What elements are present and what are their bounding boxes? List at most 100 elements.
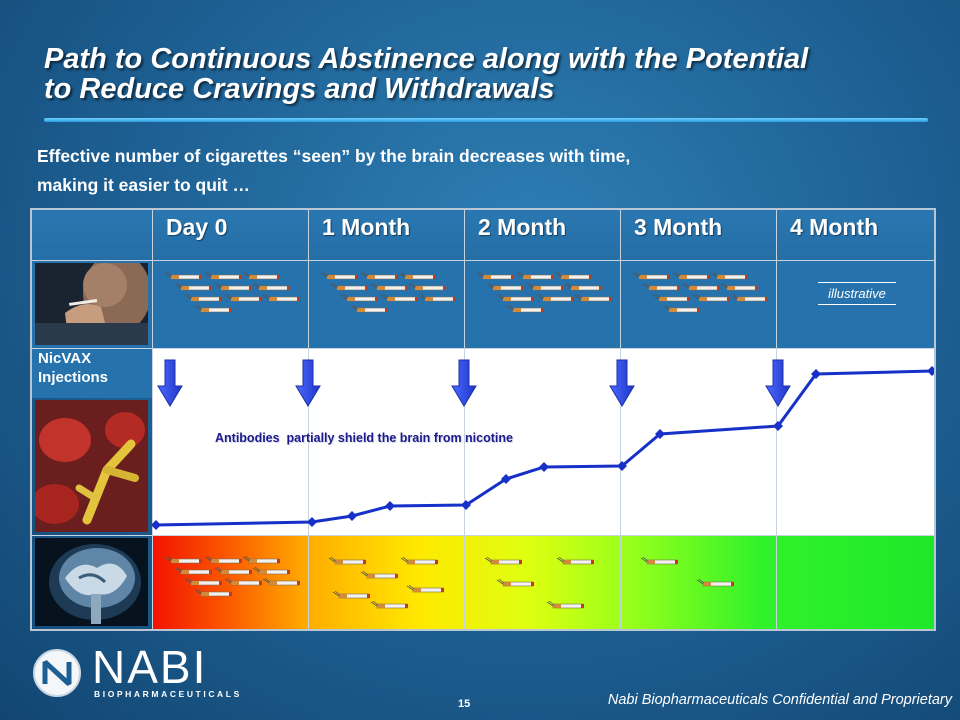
brain-cigarette-icon	[400, 553, 438, 571]
title-divider	[44, 118, 928, 122]
injection-arrow-icon	[765, 359, 791, 407]
cigarette-icon	[184, 290, 222, 308]
cigarette-icon	[536, 290, 574, 308]
cigarette-icon	[418, 290, 456, 308]
title-line-1: Path to Continuous Abstinence along with…	[44, 43, 809, 75]
cigarette-icon	[662, 301, 700, 319]
header-3-month: 3 Month	[634, 214, 723, 240]
brain-cigarette-icon	[556, 553, 594, 571]
brain-cigarette-icon	[370, 597, 408, 615]
cigarette-icon	[486, 279, 524, 297]
cigarette-icon	[224, 290, 262, 308]
slide-title: Path to Continuous Abstinence along with…	[44, 44, 934, 104]
cigarette-icon	[370, 279, 408, 297]
illustrative-note: illustrative	[818, 282, 896, 305]
brain-cigarette-icon	[328, 553, 366, 571]
cigarette-icon	[672, 268, 710, 286]
injection-arrow-icon	[451, 359, 477, 407]
curve-point	[461, 500, 471, 510]
brain-cigarette-icon	[204, 552, 242, 570]
cigarette-icon	[408, 279, 446, 297]
cigarette-icon	[554, 268, 592, 286]
injection-arrow-icon	[609, 359, 635, 407]
cigarette-icon	[330, 279, 368, 297]
brain-cigarette-icon	[184, 574, 222, 592]
curve-point	[773, 421, 783, 431]
cigarette-icon	[526, 279, 564, 297]
subtitle-line-1: Effective number of cigarettes “seen” by…	[37, 146, 631, 166]
cigarette-icon	[174, 279, 212, 297]
curve-point	[655, 429, 665, 439]
header-2-month: 2 Month	[478, 214, 567, 240]
nabi-logo-text: NABI	[92, 641, 208, 693]
curve-point	[539, 462, 549, 472]
cigarette-icon	[194, 301, 232, 319]
footer-confidential: Nabi Biopharmaceuticals Confidential and…	[607, 692, 952, 708]
cigarette-icon	[476, 268, 514, 286]
cigarette-icon	[574, 290, 612, 308]
cigarette-icon	[340, 290, 378, 308]
brain-mri-image	[35, 538, 148, 626]
curve-point	[927, 366, 934, 376]
brain-cigarette-icon	[262, 574, 300, 592]
cigarette-icon	[642, 279, 680, 297]
curve-point	[347, 511, 357, 521]
timeline-table: NicVAX Injections Day 0 1 Month 2 Month …	[30, 208, 936, 631]
nabi-logo-icon	[33, 649, 81, 697]
cigarette-icon	[242, 268, 280, 286]
cigarette-icon	[262, 290, 300, 308]
subtitle: Effective number of cigarettes “seen” by…	[37, 142, 937, 200]
curve-point	[617, 461, 627, 471]
header-1-month: 1 Month	[322, 214, 411, 240]
header-day-0: Day 0	[166, 214, 228, 240]
subtitle-line-2: making it easier to quit …	[37, 175, 250, 195]
cigarette-icon	[506, 301, 544, 319]
brain-cigarette-icon	[332, 587, 370, 605]
cigarette-icon	[720, 279, 758, 297]
antibody-row	[152, 348, 934, 535]
cigarette-row	[32, 260, 934, 348]
curve-point	[501, 474, 511, 484]
cigarette-icon	[682, 279, 720, 297]
cigarette-icon	[204, 268, 242, 286]
title-line-2: to Reduce Cravings and Withdrawals	[44, 73, 555, 105]
curve-point	[151, 520, 161, 530]
page-number: 15	[458, 698, 471, 710]
nicvax-injections-label: NicVAX Injections	[38, 350, 109, 386]
curve-point	[811, 369, 821, 379]
brain-cigarette-icon	[242, 552, 280, 570]
brain-cigarette-icon	[194, 585, 232, 603]
nabi-logo-tagline: BIOPHARMACEUTICALS	[94, 689, 242, 699]
cigarette-icon	[252, 279, 290, 297]
brain-cigarette-icon	[360, 567, 398, 585]
cigarette-icon	[214, 279, 252, 297]
cigarette-icon	[380, 290, 418, 308]
cigarette-icon	[652, 290, 690, 308]
brain-cigarette-icon	[224, 574, 262, 592]
brain-cigarette-icon	[406, 581, 444, 599]
cigarette-icon	[350, 301, 388, 319]
brain-cigarette-icon	[696, 575, 734, 593]
brain-cigarette-icon	[214, 563, 252, 581]
antibody-illustration	[35, 400, 148, 532]
cigarette-icon	[360, 268, 398, 286]
cigarette-icon	[710, 268, 748, 286]
cigarette-icon	[730, 290, 768, 308]
antibody-caption: Antibodies partially shield the brain fr…	[215, 431, 513, 445]
brain-cigarette-icon	[484, 553, 522, 571]
cigarette-icon	[398, 268, 436, 286]
injection-arrows	[157, 359, 791, 407]
curve-point	[385, 501, 395, 511]
brain-cigarette-icon	[174, 563, 212, 581]
cigarette-icon	[692, 290, 730, 308]
brain-cigarette-icon	[640, 553, 678, 571]
injection-arrow-icon	[295, 359, 321, 407]
brain-cigarette-icon	[164, 552, 202, 570]
antibody-shield-curve	[151, 359, 934, 530]
cigarette-icon	[564, 279, 602, 297]
brain-cigarette-icon	[252, 563, 290, 581]
cigarette-icon	[164, 268, 202, 286]
smoker-photo	[35, 263, 148, 345]
brain-cigarette-icon	[546, 597, 584, 615]
cigarette-icon	[516, 268, 554, 286]
